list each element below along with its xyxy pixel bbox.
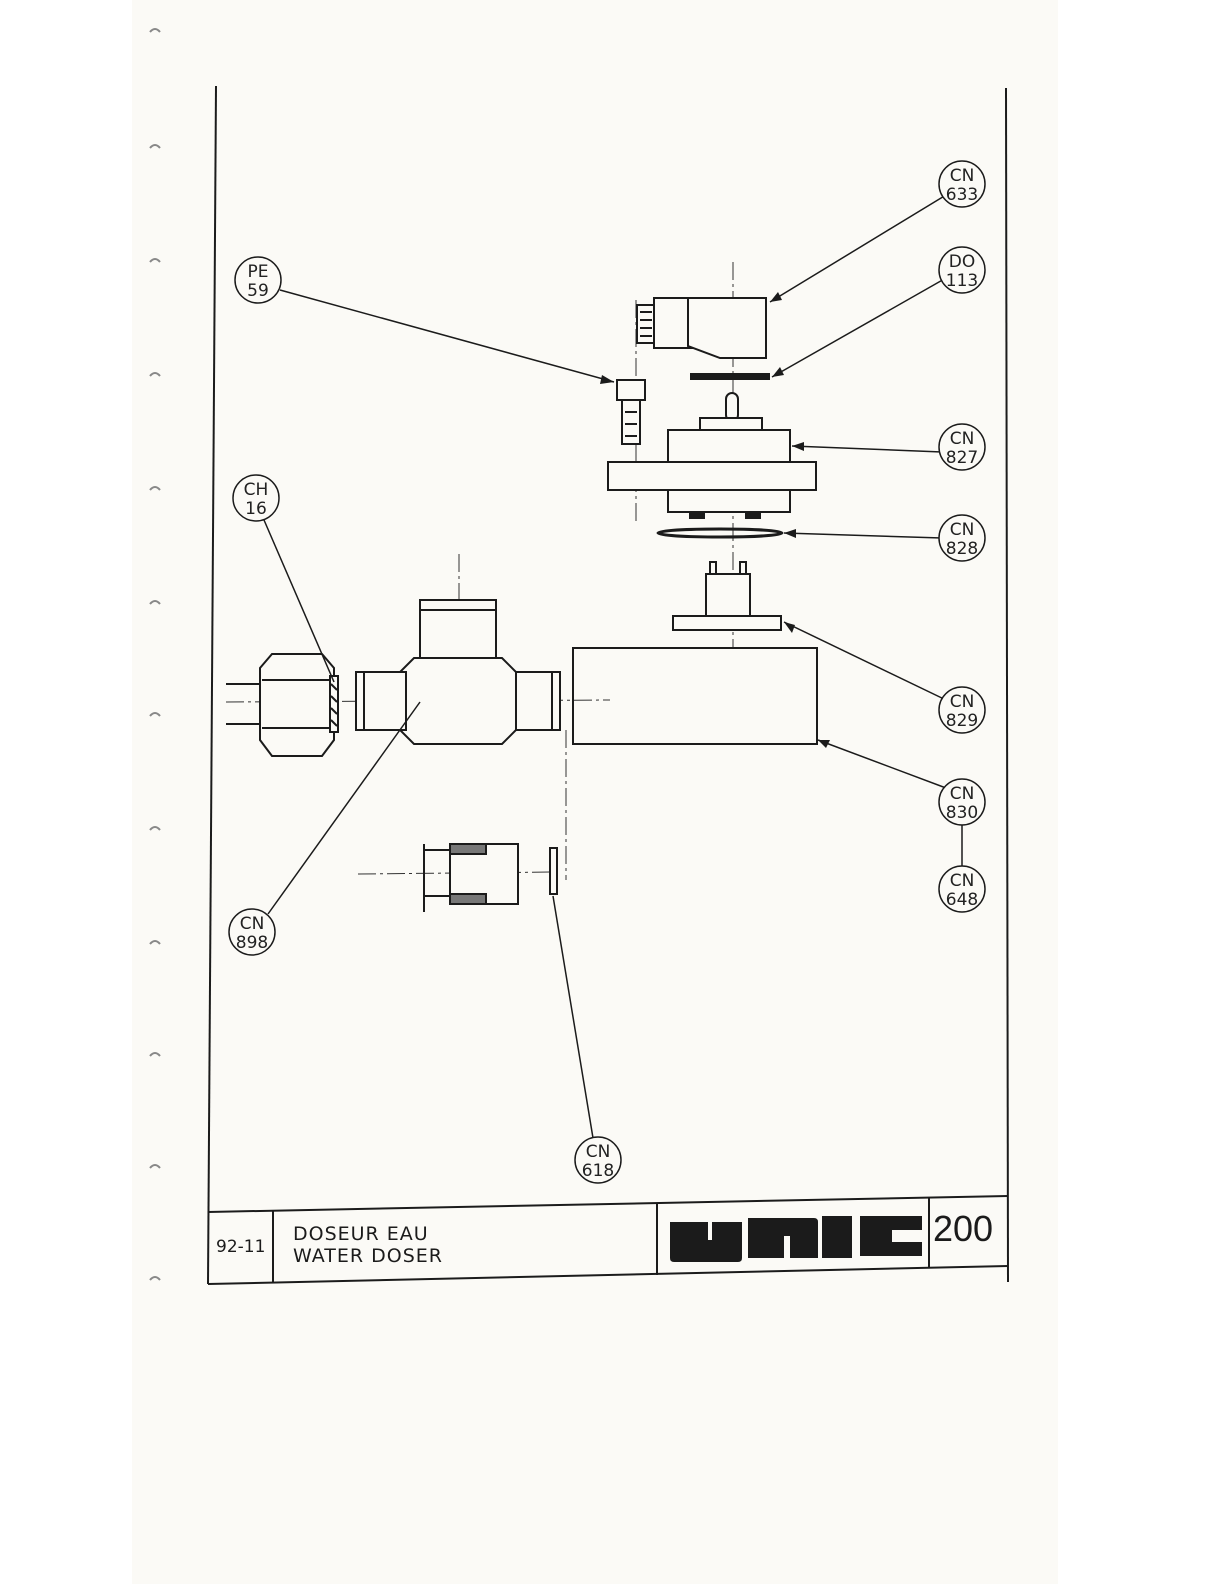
nut-and-pipe [226, 654, 334, 756]
drawing-code: 92-11 [216, 1237, 265, 1257]
callout-cn648-top: CN [950, 871, 975, 891]
washer-ch16 [330, 676, 338, 732]
callout-cn827-bottom: 827 [946, 448, 978, 468]
gasket-do113 [690, 373, 770, 380]
callout-pe59-bottom: 59 [247, 281, 269, 301]
callout-cn618-bottom: 618 [582, 1161, 614, 1181]
o-ring-cn828 [658, 529, 782, 537]
callout-cn648-bottom: 648 [946, 890, 978, 910]
tee-fitting-cn898 [356, 600, 560, 744]
callout-cn618-top: CN [586, 1142, 611, 1162]
callout-cn830-bottom: 830 [946, 803, 978, 823]
callout-cn828-bottom: 828 [946, 539, 978, 559]
callout-ch16-top: CH [244, 480, 269, 500]
callout-cn829-top: CN [950, 692, 975, 712]
callout-pe59-top: PE [248, 262, 269, 282]
callout-do113-bottom: 113 [946, 271, 978, 291]
callout-ch16-bottom: 16 [245, 499, 267, 519]
connector-plug [637, 298, 766, 358]
screw-pe59 [617, 380, 645, 444]
callout-cn829-bottom: 829 [946, 711, 978, 731]
page-number: 200 [933, 1208, 993, 1249]
callout-cn633-bottom: 633 [946, 185, 978, 205]
probe-cn829 [673, 562, 781, 630]
callout-cn828-top: CN [950, 520, 975, 540]
callout-do113-top: DO [949, 252, 975, 272]
title-french: DOSEUR EAU [293, 1223, 429, 1245]
lower-fitting [424, 844, 518, 912]
callout-cn898-bottom: 898 [236, 933, 268, 953]
unic-logo [670, 1216, 922, 1262]
title-english: WATER DOSER [293, 1245, 443, 1267]
callout-cn898-top: CN [240, 914, 265, 934]
binder-marks [150, 29, 160, 1280]
callout-cn633-top: CN [950, 166, 975, 186]
callout-cn830-top: CN [950, 784, 975, 804]
body-cn830 [573, 648, 817, 744]
callout-cn827-top: CN [950, 429, 975, 449]
washer-cn618 [550, 848, 557, 894]
